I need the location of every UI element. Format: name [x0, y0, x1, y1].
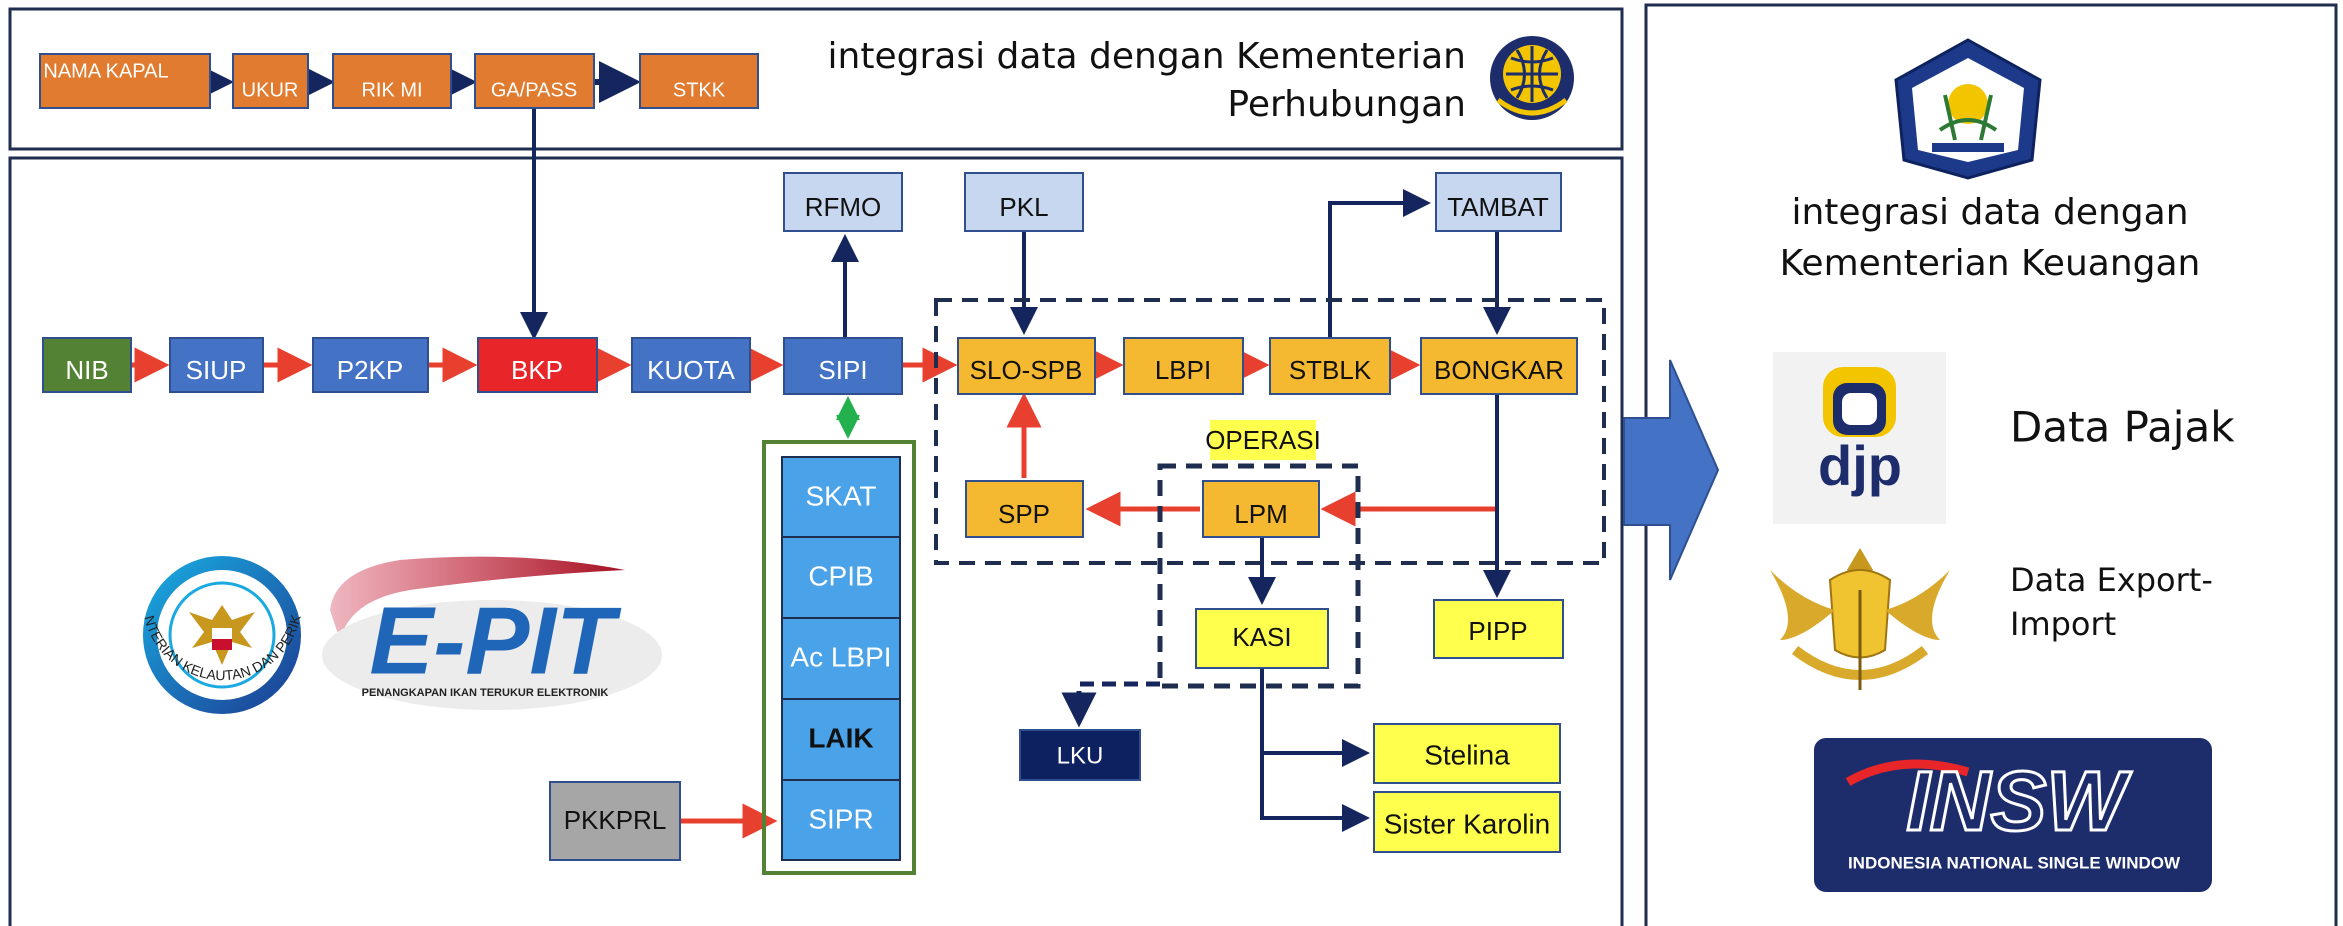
- node-pkkprl: PKKPRL: [549, 781, 681, 861]
- node-ukur: UKUR: [232, 53, 309, 109]
- node-stkk-label: STKK: [673, 79, 726, 101]
- node-kuota-label: KUOTA: [647, 355, 735, 385]
- stack-skat-label: SKAT: [805, 480, 876, 511]
- node-ga-pass-label: GA/PASS: [491, 79, 577, 101]
- node-lbpi: LBPI: [1123, 337, 1244, 395]
- epit-logo-title: E-PIT: [369, 587, 622, 694]
- node-pkkprl-label: PKKPRL: [564, 805, 667, 835]
- main-panel-frame: [8, 156, 1624, 926]
- node-bongkar: BONGKAR: [1420, 337, 1578, 395]
- node-nama-kapal: NAMA KAPAL: [39, 53, 211, 109]
- license-stack-frame: [762, 440, 916, 875]
- node-slo-spb: SLO-SPB: [957, 337, 1096, 395]
- stack-ac-lbpi: Ac LBPI: [781, 617, 901, 700]
- node-pkl: PKL: [964, 172, 1084, 232]
- node-lbpi-label: LBPI: [1155, 355, 1211, 385]
- data-export-line2: Import: [2010, 605, 2116, 643]
- node-kasi: KASI: [1195, 608, 1329, 669]
- insw-logo-subtitle: INDONESIA NATIONAL SINGLE WINDOW: [1848, 853, 2181, 872]
- node-rik-mi-label: RIK MI: [361, 79, 422, 101]
- unloading-zone-dashed-box: [934, 298, 1606, 565]
- node-lpm: LPM: [1202, 480, 1320, 538]
- right-integration-line1: integrasi data dengan: [1791, 192, 2188, 233]
- node-sipi-label: SIPI: [818, 355, 867, 385]
- node-spp-label: SPP: [998, 499, 1050, 529]
- node-pipp: PIPP: [1433, 599, 1564, 659]
- data-pajak-label: Data Pajak: [2010, 403, 2235, 452]
- insw-logo: INSW INDONESIA NATIONAL SINGLE WINDOW: [1814, 738, 2212, 892]
- operasi-label: OPERASI: [1205, 420, 1321, 460]
- integration-arrow: [1623, 359, 1720, 581]
- stack-sipr: SIPR: [781, 779, 901, 861]
- node-siup-label: SIUP: [186, 355, 247, 385]
- operasi-label-text: OPERASI: [1205, 425, 1321, 455]
- node-kuota: KUOTA: [631, 337, 751, 393]
- node-p2kp-label: P2KP: [337, 355, 404, 385]
- node-lpm-label: LPM: [1234, 499, 1287, 529]
- node-bongkar-label: BONGKAR: [1434, 355, 1564, 385]
- stack-sipr-label: SIPR: [808, 803, 873, 834]
- epit-logo: E-PIT PENANGKAPAN IKAN TERUKUR ELEKTRONI…: [322, 556, 662, 710]
- top-integration-line1: integrasi data dengan Kementerian: [828, 36, 1466, 77]
- node-nib-label: NIB: [65, 355, 108, 385]
- node-slo-spb-label: SLO-SPB: [970, 355, 1083, 385]
- stack-cpib-label: CPIB: [808, 560, 873, 591]
- djp-logo: djp: [1773, 352, 1946, 524]
- node-rik-mi: RIK MI: [332, 53, 452, 109]
- node-lku: LKU: [1019, 729, 1141, 781]
- stack-laik-label: LAIK: [808, 722, 873, 753]
- top-integration-line2: Perhubungan: [1227, 84, 1466, 125]
- node-kasi-label: KASI: [1232, 622, 1291, 652]
- bea-cukai-emblem-icon: [1770, 548, 1950, 690]
- node-ga-pass: GA/PASS: [474, 53, 595, 109]
- node-pkl-label: PKL: [999, 192, 1048, 222]
- kementerian-keuangan-logo-icon: [1894, 38, 2042, 180]
- insw-logo-title: INSW: [1906, 754, 2132, 848]
- stack-ac-lbpi-label: Ac LBPI: [790, 641, 891, 672]
- node-stkk: STKK: [639, 53, 759, 109]
- node-ukur-label: UKUR: [242, 79, 299, 101]
- node-lku-label: LKU: [1057, 742, 1104, 769]
- node-sister-karolin: Sister Karolin: [1373, 791, 1561, 853]
- node-pipp-label: PIPP: [1468, 616, 1527, 646]
- node-nib: NIB: [42, 337, 132, 393]
- top-flow: NAMA KAPAL UKUR RIK MI GA/PASS STKK: [39, 53, 759, 340]
- stack-skat: SKAT: [781, 456, 901, 538]
- node-rfmo: RFMO: [783, 172, 903, 232]
- node-bkp-label: BKP: [511, 355, 563, 385]
- node-nama-kapal-label: NAMA KAPAL: [43, 60, 168, 82]
- epit-logo-subtitle: PENANGKAPAN IKAN TERUKUR ELEKTRONIK: [362, 687, 609, 699]
- node-sipi: SIPI: [783, 337, 903, 395]
- kementerian-perhubungan-logo-icon: [1490, 36, 1574, 120]
- stack-cpib: CPIB: [781, 536, 901, 619]
- node-tambat: TAMBAT: [1435, 172, 1562, 232]
- node-tambat-label: TAMBAT: [1447, 192, 1549, 222]
- main-connectors: [131, 189, 1606, 839]
- data-export-line1: Data Export-: [2010, 561, 2213, 599]
- stack-laik: LAIK: [781, 698, 901, 781]
- node-rfmo-label: RFMO: [805, 192, 882, 222]
- node-stelina-label: Stelina: [1424, 739, 1510, 770]
- node-stblk: STBLK: [1269, 337, 1391, 395]
- node-sister-karolin-label: Sister Karolin: [1384, 808, 1551, 839]
- node-p2kp: P2KP: [312, 337, 429, 393]
- node-bkp: BKP: [477, 337, 598, 393]
- node-stelina: Stelina: [1373, 723, 1561, 784]
- node-stblk-label: STBLK: [1289, 355, 1372, 385]
- djp-logo-text: djp: [1818, 434, 1902, 497]
- node-spp: SPP: [965, 480, 1084, 538]
- top-panel-frame: [8, 7, 1624, 151]
- node-siup: SIUP: [169, 337, 264, 393]
- right-integration-line2: Kementerian Keuangan: [1780, 243, 2201, 284]
